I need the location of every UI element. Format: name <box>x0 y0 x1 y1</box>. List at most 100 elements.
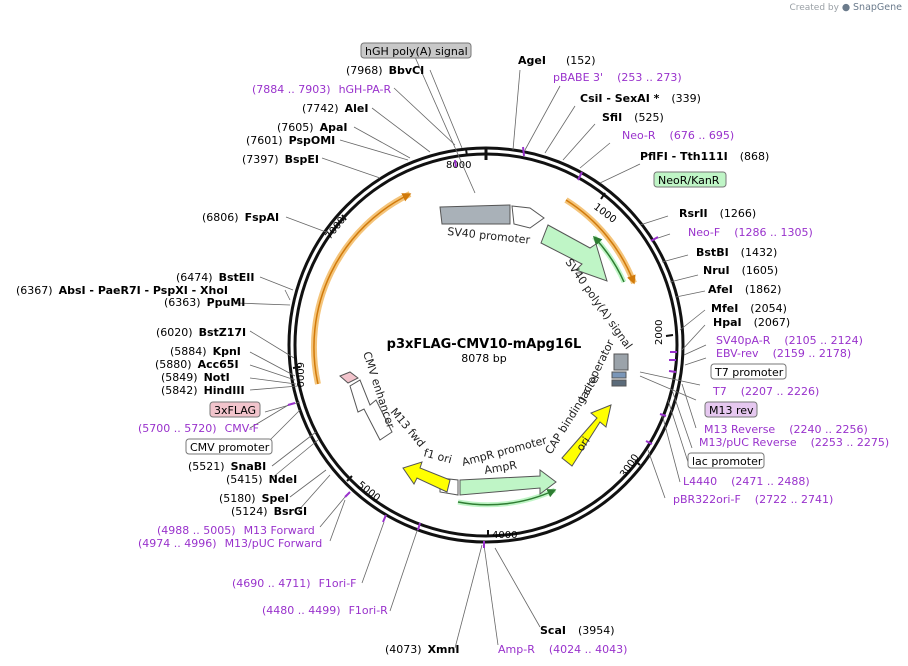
primer-name: F1ori-F <box>319 577 357 590</box>
ampr-arrow <box>459 469 557 496</box>
site-pos: (7605) <box>277 121 314 134</box>
site-pos: (1605) <box>742 264 779 277</box>
neo-box-label: NeoR/KanR <box>658 174 720 187</box>
promoter-block <box>611 379 627 387</box>
site-name: SnaBI <box>231 460 267 473</box>
svg-text:(7968)BbvCI: (7968)BbvCI <box>346 64 424 77</box>
svg-text:T7(2207 .. 2226): T7 (2207 .. 2226) <box>712 385 819 398</box>
primer-range: (5700 .. 5720) <box>138 422 217 435</box>
site-pos: (1862) <box>745 283 782 296</box>
tick-label-5000: 5000 <box>355 480 382 504</box>
site-pos: (7742) <box>302 102 339 115</box>
primer-marks <box>287 146 677 548</box>
site-name: BspEI <box>285 153 319 166</box>
svg-text:AgeI(152): AgeI (152) <box>518 54 596 67</box>
svg-text:SV40pA-R(2105 .. 2124): SV40pA-R(2105 .. 2124) <box>716 334 863 347</box>
primer-name: M13/pUC Reverse <box>699 436 797 449</box>
site-pos: (5180) <box>219 492 256 505</box>
svg-text:Neo-F(1286 .. 1305): Neo-F(1286 .. 1305) <box>688 226 813 239</box>
credit-prefix: Created by <box>789 3 839 13</box>
svg-text:(7742)AleI: (7742) AleI <box>302 102 368 115</box>
snapgene-logo-icon: ● <box>841 2 851 13</box>
site-name: AbsI - PaeR7I - PspXI - XhoI <box>59 284 228 297</box>
svg-text:(5180)SpeI: (5180)SpeI <box>219 492 289 505</box>
m13-rev-box-label: M13 rev <box>709 404 754 417</box>
cmv-enhancer-arrow <box>349 379 393 441</box>
t7-promoter-box-label: T7 promoter <box>714 366 784 379</box>
site-name: AleI <box>345 102 369 115</box>
orf-arc-left-line <box>313 193 412 385</box>
site-pos: (152) <box>566 54 596 67</box>
flag-box <box>209 401 261 418</box>
primer-range: (4480 .. 4499) <box>262 604 341 617</box>
site-pos: (7397) <box>242 153 279 166</box>
svg-text:(5700 .. 5720)CMV-F: (5700 .. 5720)CMV-F <box>138 422 259 435</box>
svg-text:EBV-rev(2159 .. 2178): EBV-rev(2159 .. 2178) <box>716 347 851 360</box>
primer-range: (2207 .. 2226) <box>741 385 820 398</box>
primer-range: (253 .. 273) <box>617 71 682 84</box>
svg-text:BstBI(1432): BstBI(1432) <box>696 246 777 259</box>
primer-range: (1286 .. 1305) <box>734 226 813 239</box>
primer-range: (2253 .. 2275) <box>811 436 890 449</box>
tick-6000 <box>292 366 301 369</box>
primer-name: T7 <box>712 385 727 398</box>
svg-text:M13 Reverse(2240 .. 2256): M13 Reverse(2240 .. 2256) <box>704 423 868 436</box>
site-name: BstEII <box>219 271 255 284</box>
site-pos: (6363) <box>164 296 201 309</box>
site-pos: (2054) <box>750 302 787 315</box>
site-pos: (5849) <box>161 371 198 384</box>
primer-name: M13 Forward <box>244 524 315 537</box>
site-pos: (6020) <box>156 326 193 339</box>
primer-name: F1ori-R <box>349 604 389 617</box>
ampr-label: AmpR <box>483 458 518 477</box>
hgh-polya-box <box>360 42 472 59</box>
primer-range: (4988 .. 5005) <box>157 524 236 537</box>
lac-promoter-box-label: lac promoter <box>692 455 763 468</box>
svg-text:MfeI(2054): MfeI (2054) <box>711 302 787 315</box>
tick-label-3000: 3000 <box>618 452 641 479</box>
primer-range: (4974 .. 4996) <box>138 537 217 550</box>
site-name: PpuMI <box>207 296 246 309</box>
svg-text:(7605)ApaI: (7605)ApaI <box>277 121 347 134</box>
svg-text:(5415)NdeI: (5415)NdeI <box>226 473 297 486</box>
site-name: Acc65I <box>198 358 239 371</box>
site-pos: (5884) <box>170 345 207 358</box>
flag-feature <box>339 371 359 384</box>
tick-7000 <box>341 214 347 221</box>
site-name: FspAI <box>245 211 280 224</box>
site-name: MfeI <box>711 302 738 315</box>
svg-text:pBR322ori-F(2722 .. 2741): pBR322ori-F(2722 .. 2741) <box>673 493 833 506</box>
tick-label-2000: 2000 <box>654 320 665 345</box>
f1-ori-label: f1 ori <box>422 446 453 466</box>
f1-ori-arrow <box>402 461 451 493</box>
site-pos: (525) <box>634 111 664 124</box>
m13-rev-box <box>704 401 758 418</box>
svg-text:(4073)XmnI: (4073)XmnI <box>385 643 459 656</box>
site-pos: (868) <box>740 150 770 163</box>
svg-text:NruI(1605): NruI(1605) <box>703 264 778 277</box>
site-name: BsrGI <box>274 505 307 518</box>
svg-text:CsiI - SexAI *(339): CsiI - SexAI *(339) <box>580 92 701 105</box>
primer-name: pBR322ori-F <box>673 493 741 506</box>
site-name: AgeI <box>518 54 546 67</box>
svg-text:(5884)KpnI: (5884)KpnI <box>170 345 241 358</box>
svg-text:Amp-R(4024 .. 4043): Amp-R(4024 .. 4043) <box>498 643 627 656</box>
svg-text:(4690 .. 4711)F1ori-F: (4690 .. 4711)F1ori-F <box>232 577 357 590</box>
plasmid-name: p3xFLAG-CMV10-mApg16L <box>387 337 582 352</box>
primer-name: Amp-R <box>498 643 535 656</box>
cmv-promoter-box <box>185 438 273 455</box>
site-pos: (7601) <box>246 134 283 147</box>
svg-text:(6806)FspAI: (6806)FspAI <box>202 211 279 224</box>
svg-text:RsrII(1266): RsrII(1266) <box>679 207 756 220</box>
svg-text:L4440(2471 .. 2488): L4440(2471 .. 2488) <box>683 475 810 488</box>
site-pos: (4073) <box>385 643 422 656</box>
site-pos: (5521) <box>188 460 225 473</box>
primer-name: pBABE 3' <box>553 71 603 84</box>
primer-range: (676 .. 695) <box>670 129 735 142</box>
svg-text:PflFI - Tth111I(868): PflFI - Tth111I(868) <box>640 150 769 163</box>
t7-promoter-box <box>710 363 787 380</box>
site-pos: (2067) <box>754 316 791 329</box>
enzyme-sites: AgeI(152) CsiI - SexAI *(339) SfiI(525) … <box>16 54 790 656</box>
tick-label-8000: 8000 <box>446 160 471 171</box>
svg-text:(5521)SnaBI: (5521) SnaBI <box>188 460 266 473</box>
